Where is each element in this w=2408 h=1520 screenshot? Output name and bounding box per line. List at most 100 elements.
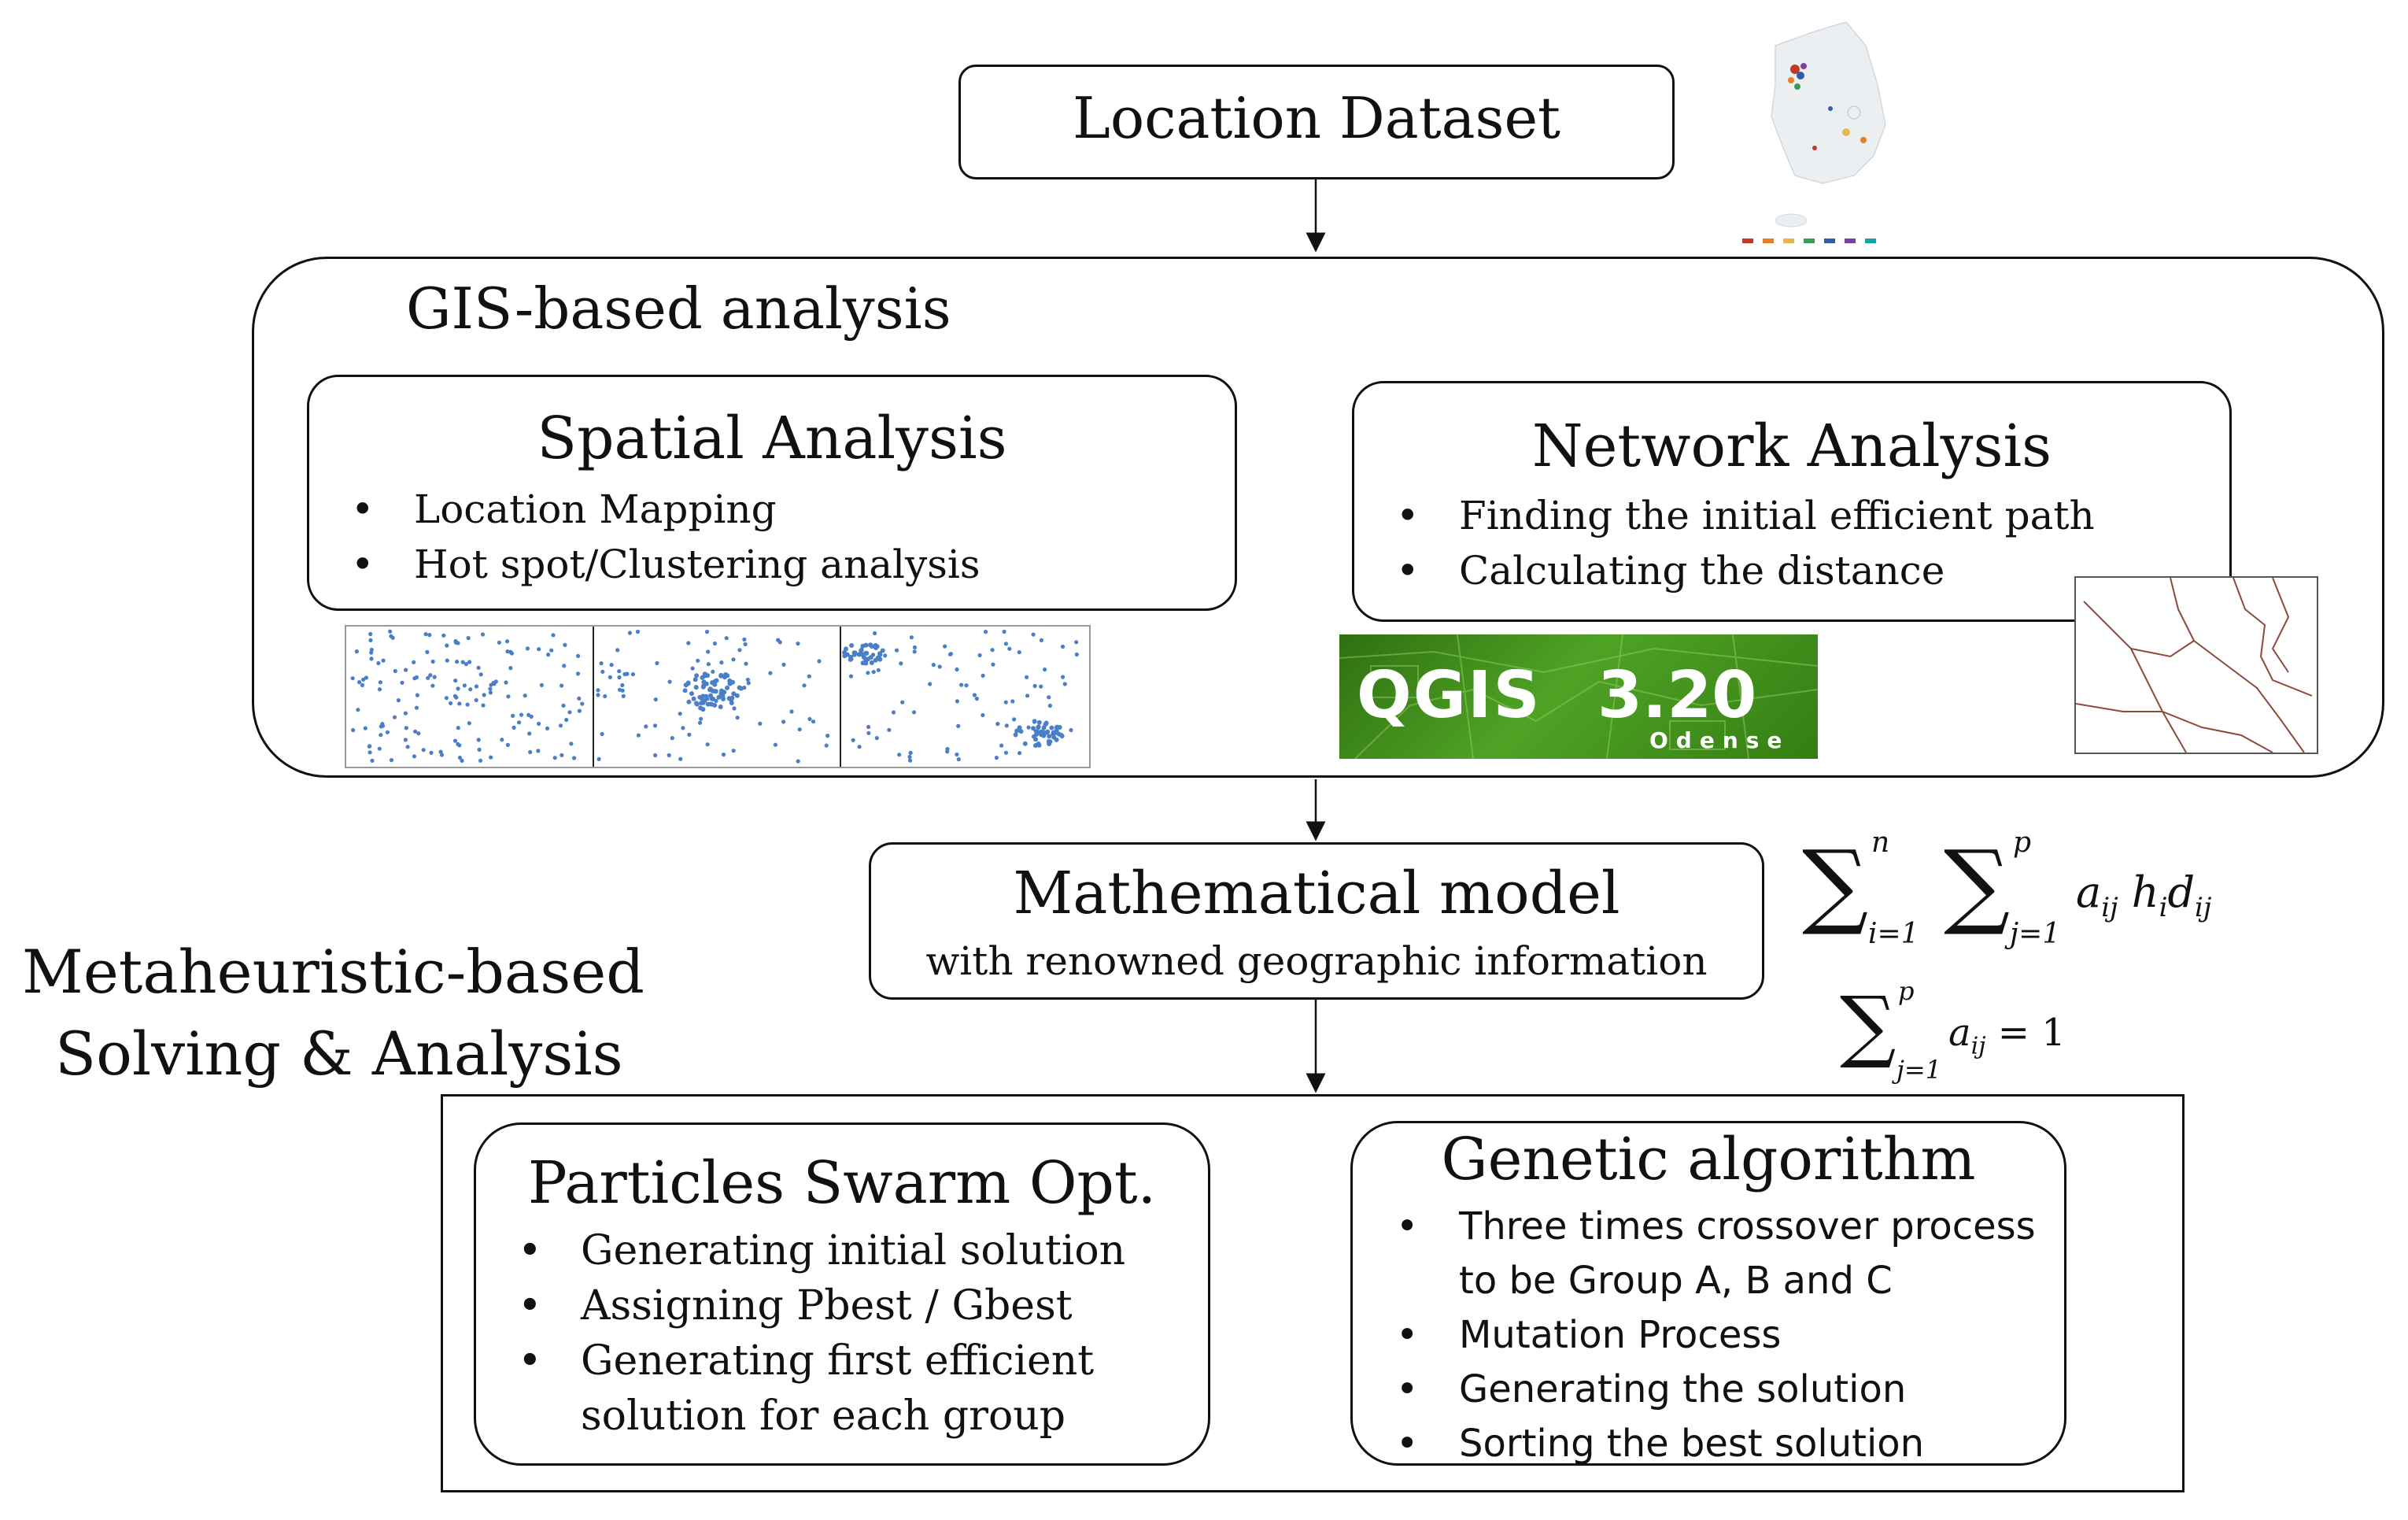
- point-dot: [525, 646, 530, 651]
- point-dot: [439, 753, 445, 757]
- point-dot: [369, 656, 374, 661]
- point-dot: [376, 660, 381, 666]
- point-dot: [1004, 723, 1009, 728]
- point-dot: [667, 679, 672, 684]
- point-dot: [745, 677, 750, 682]
- point-dot: [600, 731, 604, 737]
- point-dot: [412, 660, 416, 664]
- point-dot: [539, 682, 544, 687]
- point-dot: [569, 742, 574, 746]
- point-dot: [777, 640, 782, 645]
- point-dot: [476, 665, 481, 670]
- list-item: Location Mapping: [337, 482, 981, 537]
- point-dot: [768, 671, 773, 675]
- point-dot: [708, 693, 714, 698]
- point-dot: [576, 653, 581, 658]
- point-dot: [457, 755, 462, 760]
- point-dot: [1054, 725, 1059, 730]
- point-dot: [354, 649, 359, 654]
- point-dot: [686, 641, 691, 645]
- point-dot: [873, 631, 877, 636]
- point-dot: [506, 694, 511, 699]
- point-dot: [508, 666, 513, 671]
- point-dot: [512, 725, 516, 730]
- point-dot: [367, 744, 371, 749]
- point-dot: [403, 711, 408, 716]
- point-dot: [712, 682, 718, 687]
- list-item: Finding the initial efficient path: [1382, 488, 2095, 543]
- point-dot: [438, 749, 443, 754]
- point-dot: [718, 705, 723, 709]
- point-dot: [368, 638, 373, 642]
- math-model-subtitle: with renowned geographic information: [925, 938, 1708, 984]
- point-dot: [725, 685, 730, 690]
- point-dot: [712, 641, 717, 646]
- point-dot: [488, 686, 493, 691]
- point-dot: [746, 681, 751, 686]
- point-dot: [796, 642, 800, 646]
- point-dot: [364, 675, 368, 680]
- point-dot: [685, 681, 691, 686]
- point-dot: [877, 656, 883, 662]
- point-dot: [994, 756, 999, 760]
- point-dot: [480, 632, 486, 637]
- point-dot: [797, 727, 802, 732]
- point-dot: [704, 630, 710, 634]
- point-dot: [955, 699, 959, 704]
- point-dot: [415, 693, 419, 697]
- point-dot: [414, 705, 419, 710]
- gis-analysis-title: GIS-based analysis: [406, 276, 951, 342]
- point-dot: [897, 753, 902, 757]
- point-dot: [844, 646, 848, 652]
- korea-map-image: [1728, 14, 1909, 250]
- point-dot: [1036, 719, 1042, 725]
- point-dot: [1032, 719, 1037, 724]
- point-dot: [478, 758, 483, 763]
- point-dot: [701, 683, 707, 689]
- point-dot: [704, 693, 709, 699]
- point-dot: [706, 662, 711, 667]
- point-dot: [356, 708, 360, 712]
- list-item: Generating first efficient: [504, 1333, 1125, 1389]
- point-dot: [511, 713, 515, 718]
- point-dot: [1018, 729, 1024, 734]
- point-dot: [474, 697, 478, 703]
- point-dot: [857, 745, 862, 749]
- point-dot: [509, 651, 514, 656]
- point-dot: [505, 742, 510, 747]
- point-dot: [817, 659, 822, 664]
- point-dot: [900, 700, 905, 705]
- point-dot: [367, 750, 372, 755]
- point-dot: [734, 693, 740, 698]
- point-dot: [974, 697, 979, 701]
- point-dot: [692, 677, 698, 682]
- point-dot: [653, 697, 658, 702]
- point-dot: [1062, 682, 1067, 686]
- point-dot: [711, 669, 715, 674]
- point-dot: [1074, 640, 1079, 645]
- point-dot: [558, 723, 563, 728]
- point-dot: [693, 685, 699, 690]
- point-dot: [849, 643, 855, 648]
- point-dot: [1061, 675, 1066, 679]
- point-dot: [1002, 629, 1006, 634]
- point-dot: [652, 723, 658, 728]
- point-dot: [729, 701, 734, 705]
- point-dot: [1031, 726, 1036, 731]
- point-dot: [615, 648, 620, 653]
- point-dot: [725, 673, 730, 679]
- point-dot: [636, 733, 641, 738]
- point-dot: [773, 742, 778, 747]
- point-dot: [868, 642, 873, 648]
- pso-title: Particles Swarm Opt.: [527, 1149, 1157, 1217]
- point-dot: [421, 748, 426, 753]
- point-dot: [859, 652, 865, 657]
- point-dot: [943, 644, 947, 649]
- point-dot: [482, 693, 486, 697]
- point-dot: [1039, 684, 1043, 689]
- point-dot: [687, 732, 692, 737]
- point-dot: [427, 633, 432, 638]
- point-dot: [990, 648, 995, 653]
- point-dot: [731, 657, 736, 662]
- point-dot: [1003, 750, 1008, 755]
